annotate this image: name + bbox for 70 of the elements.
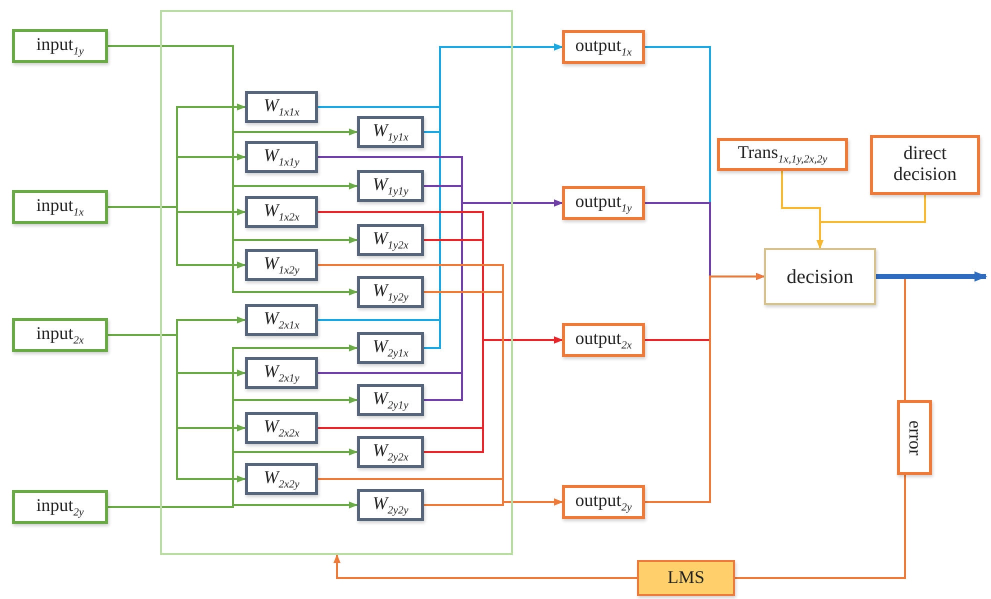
filter-bank-frame bbox=[160, 10, 513, 555]
weight-box bbox=[357, 436, 424, 468]
box-label: output$_{1y}$ bbox=[575, 192, 632, 214]
weight-box bbox=[357, 224, 424, 256]
arrow bbox=[424, 498, 563, 506]
box-label: input$_{2x}$ bbox=[36, 324, 84, 346]
arrow bbox=[424, 43, 563, 349]
weight-box bbox=[245, 463, 318, 495]
box-label: W$_{1x1x}$ bbox=[264, 96, 300, 118]
box-label: input$_{1y}$ bbox=[36, 34, 84, 58]
output-box bbox=[562, 485, 645, 519]
box-label: W$_{2y1y}$ bbox=[372, 388, 408, 412]
lms-box bbox=[637, 560, 735, 596]
box-label: input$_{2y}$ bbox=[36, 496, 84, 518]
weight-box bbox=[357, 489, 424, 521]
weight-box bbox=[245, 249, 318, 281]
connector-line bbox=[735, 475, 906, 579]
output-box bbox=[562, 323, 645, 357]
weight-box bbox=[245, 196, 318, 228]
box-label: W$_{2x2x}$ bbox=[264, 416, 300, 440]
arrow bbox=[108, 501, 358, 509]
box-label: W$_{1y1x}$ bbox=[372, 120, 408, 144]
weight-box bbox=[245, 412, 318, 444]
arrow bbox=[424, 199, 563, 401]
box-label: output$_{2y}$ bbox=[575, 490, 632, 514]
box-label: W$_{1y2x}$ bbox=[372, 228, 408, 252]
arrow bbox=[645, 272, 765, 503]
box-label: W$_{1x2x}$ bbox=[264, 200, 300, 224]
weight-box bbox=[245, 304, 318, 336]
output-box bbox=[562, 186, 645, 220]
weight-box bbox=[357, 332, 424, 364]
arrow bbox=[108, 334, 246, 483]
weight-box bbox=[357, 276, 424, 308]
input-box bbox=[12, 29, 108, 63]
box-label: decision bbox=[786, 266, 854, 288]
arrow bbox=[816, 195, 926, 249]
box-label: W$_{2x1x}$ bbox=[264, 308, 300, 332]
box-label: error bbox=[904, 420, 924, 455]
input-box bbox=[12, 318, 108, 352]
weight-box bbox=[245, 141, 318, 173]
box-label: direct decision bbox=[892, 144, 958, 186]
arrow bbox=[876, 271, 988, 282]
box-label: W$_{2y2x}$ bbox=[372, 440, 408, 464]
output-box bbox=[562, 30, 645, 64]
box-label: W$_{1y2y}$ bbox=[372, 280, 408, 304]
box-label: output$_{1x}$ bbox=[575, 36, 632, 58]
error-box bbox=[897, 400, 932, 475]
weight-box bbox=[357, 384, 424, 416]
weight-box bbox=[357, 170, 424, 202]
box-label: input$_{1x}$ bbox=[36, 196, 84, 218]
box-label: Trans$_{1x,1y,2x,2y}$ bbox=[738, 143, 828, 166]
input-box bbox=[12, 490, 108, 524]
box-label: W$_{2x1y}$ bbox=[264, 362, 300, 384]
box-label: W$_{1x2y}$ bbox=[264, 254, 300, 276]
decision-mode-box bbox=[870, 135, 980, 195]
box-label: W$_{2y1x}$ bbox=[372, 336, 408, 360]
transform-box bbox=[717, 138, 848, 171]
weight-box bbox=[245, 357, 318, 389]
input-box bbox=[12, 190, 108, 224]
weight-box bbox=[245, 91, 318, 123]
arrow bbox=[424, 336, 563, 453]
weight-box bbox=[357, 116, 424, 148]
box-label: output$_{2x}$ bbox=[575, 328, 632, 352]
box-label: W$_{2x2y}$ bbox=[264, 468, 300, 490]
arrow bbox=[333, 554, 637, 579]
box-label: LMS bbox=[667, 568, 704, 588]
box-label: W$_{2y2y}$ bbox=[372, 494, 408, 516]
decision-box bbox=[764, 248, 876, 305]
box-label: W$_{1y1y}$ bbox=[372, 174, 408, 198]
box-label: W$_{1x1y}$ bbox=[264, 146, 300, 168]
